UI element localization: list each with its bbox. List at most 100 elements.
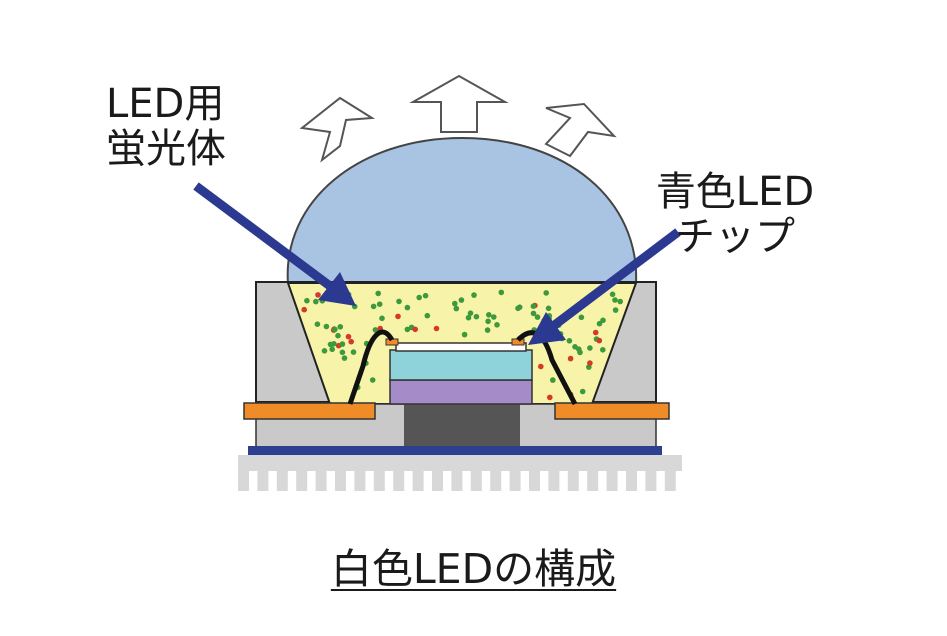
caption-text: 白色LEDの構成 <box>330 545 617 593</box>
phosphor-particle <box>345 333 352 340</box>
phosphor-particle <box>341 355 348 361</box>
phosphor-particle <box>404 326 411 333</box>
phosphor-particle <box>304 297 310 304</box>
pointer-arrow-icon <box>193 182 681 345</box>
base-plate <box>248 446 662 456</box>
phosphor-particle <box>491 314 497 320</box>
phosphor-particle <box>329 346 336 353</box>
chip-label: 青色LED チップ <box>620 170 850 260</box>
phosphor-particle <box>545 305 552 312</box>
phosphor-label: LED用 蛍光体 <box>106 82 226 172</box>
phosphor-particle <box>587 345 593 351</box>
phosphor-particle <box>331 341 337 347</box>
phosphor-particle <box>465 314 472 321</box>
chip-emitter <box>389 349 533 381</box>
phosphor-particle <box>396 298 402 305</box>
chip-label-line2: チップ <box>675 213 795 260</box>
heatsink-base <box>238 455 682 471</box>
phosphor-particle <box>461 331 468 338</box>
phosphor-particle <box>404 304 411 311</box>
heatsink-fin <box>664 470 676 491</box>
phosphor-particle <box>572 344 578 350</box>
heatsink-fin <box>296 470 308 491</box>
phosphor-particle <box>596 320 603 327</box>
phosphor-particle <box>412 326 419 333</box>
phosphor-label-line2: 蛍光体 <box>106 125 226 172</box>
phosphor-particle <box>485 318 491 325</box>
phosphor-particle <box>321 348 328 354</box>
phosphor-particle <box>473 313 480 320</box>
phosphor-particle <box>486 312 492 318</box>
phosphor-particle <box>494 322 500 328</box>
heatsink-fin <box>276 470 288 491</box>
phosphor-particle <box>530 303 537 310</box>
phosphor-particle <box>612 307 619 313</box>
electrode-left <box>243 402 376 420</box>
phosphor-particle <box>416 294 423 301</box>
heatsink-fin <box>509 470 521 491</box>
phosphor-particle <box>314 321 321 328</box>
phosphor-particle <box>578 314 585 321</box>
phosphor-particle <box>313 298 319 305</box>
phosphor-particle <box>498 289 505 296</box>
phosphor-particle <box>315 292 321 298</box>
phosphor-particle <box>424 312 431 319</box>
phosphor-particle <box>600 317 606 324</box>
phosphor-particle <box>550 377 556 383</box>
phosphor-particle <box>587 360 593 366</box>
phosphor-particle <box>339 349 346 356</box>
heatsink-fin <box>548 470 560 491</box>
phosphor-particle <box>339 341 346 347</box>
phosphor-particle <box>516 304 523 311</box>
phosphor-particle <box>458 297 465 303</box>
heatsink-fin <box>238 470 249 491</box>
phosphor-particle <box>543 290 549 296</box>
chip-substrate <box>389 379 533 405</box>
phosphor-particle <box>579 388 586 395</box>
heatsink-fin <box>393 470 405 491</box>
caption: 白色LEDの構成 <box>0 535 947 595</box>
heatsink-fin <box>257 470 269 491</box>
heatsink-fin <box>451 470 463 491</box>
phosphor-particle <box>592 329 599 336</box>
heatsink-fin <box>490 470 502 491</box>
phosphor-particle <box>422 292 429 299</box>
heatsink-fin <box>315 470 327 491</box>
phosphor-particle <box>534 314 541 320</box>
lens-dome <box>286 136 638 285</box>
heatsink-fin <box>606 470 618 491</box>
phosphor-particle <box>453 305 460 312</box>
phosphor-particle <box>530 310 537 317</box>
phosphor-particle <box>335 332 341 339</box>
heatsink-fin <box>529 470 540 491</box>
chip-top-layer <box>395 342 527 352</box>
phosphor-particle <box>471 292 477 298</box>
heatsink-fin <box>470 470 482 491</box>
heatsink-fin <box>626 470 637 491</box>
phosphor-particle <box>566 338 573 344</box>
phosphor-particle <box>567 355 574 362</box>
electrode-right <box>554 402 670 420</box>
phosphor-particle <box>348 338 355 345</box>
phosphor-particle <box>337 324 344 330</box>
chip-label-line1: 青色LED <box>655 169 815 215</box>
phosphor-particle <box>612 297 618 303</box>
phosphor-particle <box>301 306 308 313</box>
phosphor-label-line1: LED用 <box>106 81 225 127</box>
heatsink-fin <box>354 470 366 491</box>
heatsink <box>238 455 682 491</box>
phosphor-particle <box>452 300 458 307</box>
phosphor-particle <box>600 347 606 353</box>
phosphor-particle <box>547 394 553 401</box>
phosphor-particle <box>350 349 357 355</box>
phosphor-particle <box>369 377 376 383</box>
phosphor-particle <box>538 363 544 370</box>
phosphor-particle <box>596 337 603 344</box>
heatsink-fin <box>412 470 424 491</box>
phosphor-particle <box>609 291 616 298</box>
heatsink-fin <box>373 470 385 491</box>
phosphor-particle <box>467 310 474 317</box>
bond-wire-left <box>347 329 395 405</box>
phosphor-particle <box>332 326 338 333</box>
